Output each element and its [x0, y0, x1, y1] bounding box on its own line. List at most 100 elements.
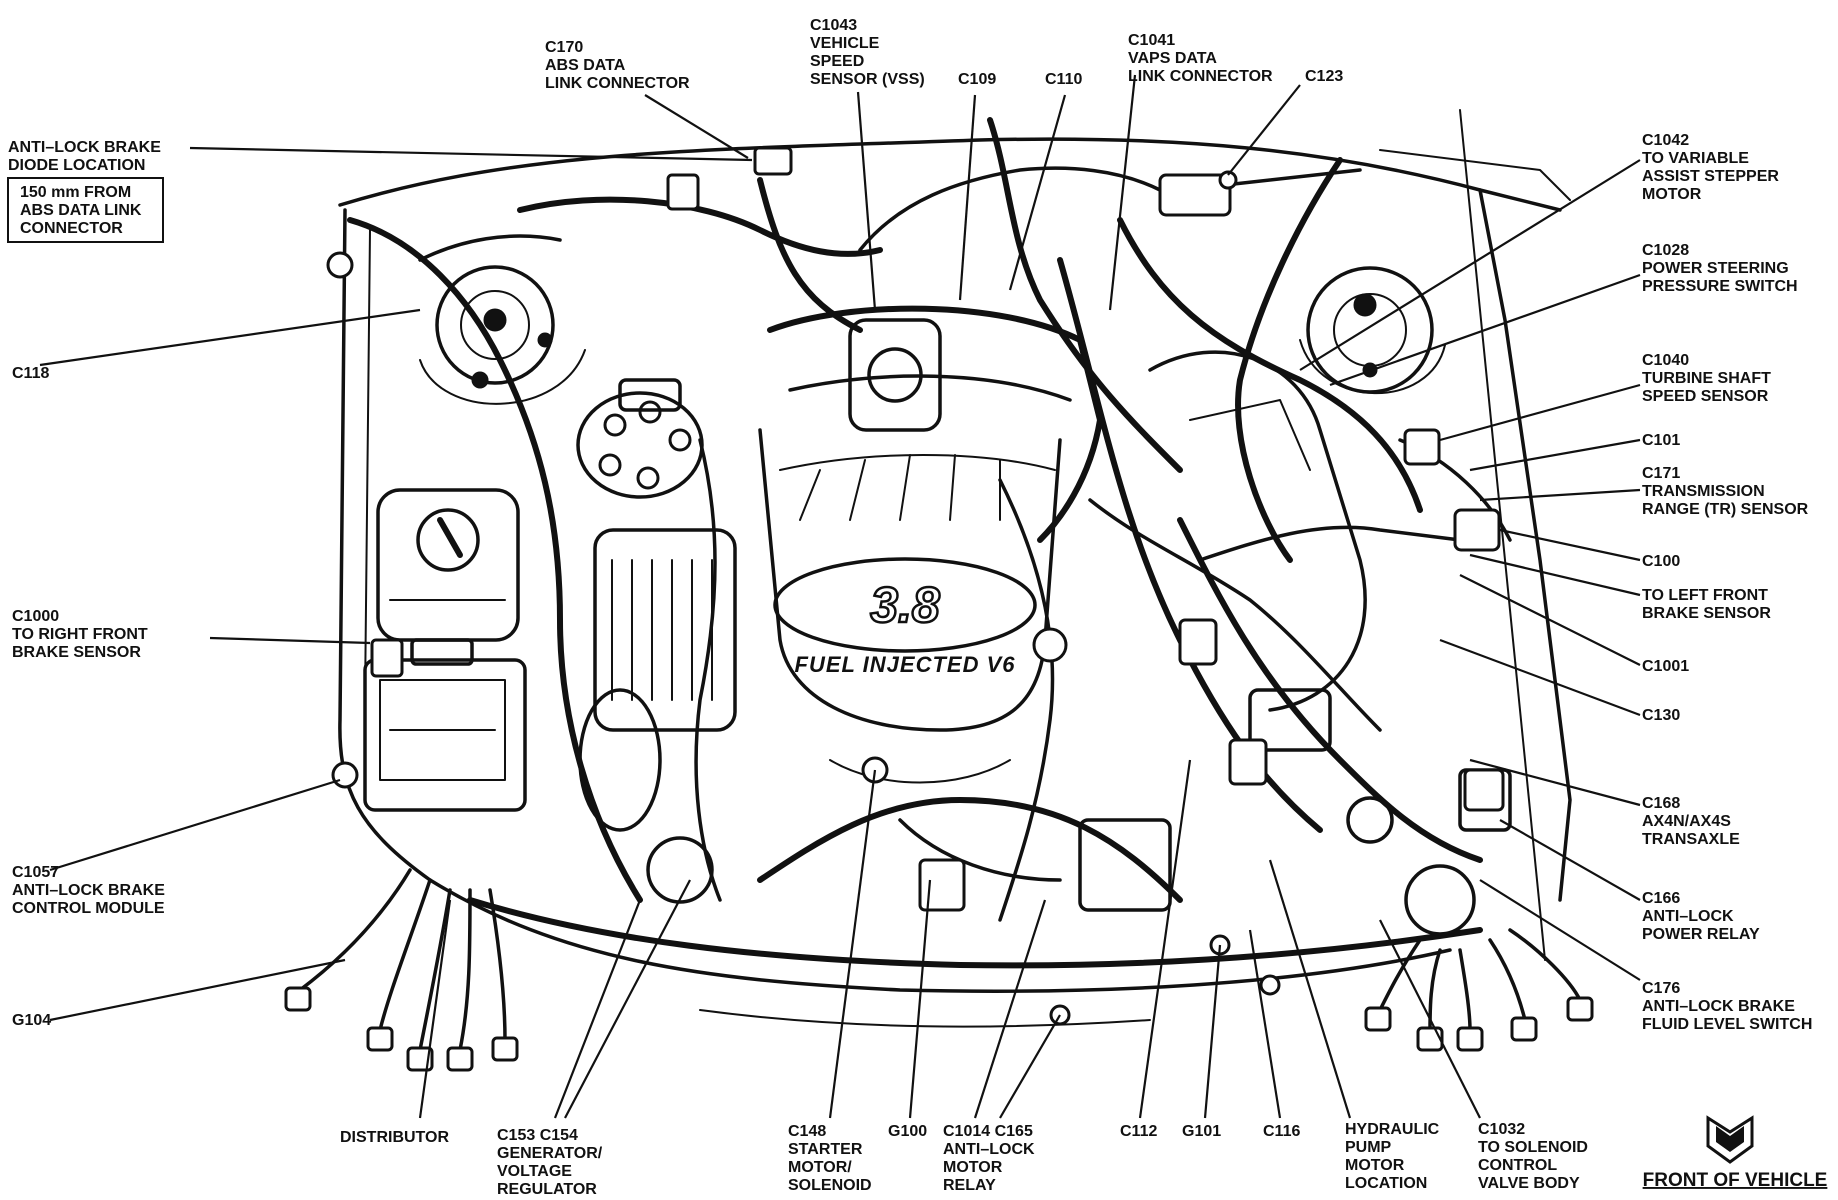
- label-c1000: C1000 TO RIGHT FRONT BRAKE SENSOR: [12, 608, 148, 661]
- generator: [578, 528, 737, 904]
- svg-text:LINK CONNECTOR: LINK CONNECTOR: [1128, 68, 1273, 85]
- svg-text:TO LEFT FRONT: TO LEFT FRONT: [1642, 587, 1768, 604]
- label-c118: C118: [12, 365, 49, 382]
- svg-text:RANGE (TR) SENSOR: RANGE (TR) SENSOR: [1642, 501, 1809, 518]
- label-c1057: C1057 ANTI–LOCK BRAKE CONTROL MODULE: [12, 864, 165, 917]
- svg-text:ANTI–LOCK BRAKE: ANTI–LOCK BRAKE: [8, 139, 161, 156]
- svg-text:POWER RELAY: POWER RELAY: [1642, 926, 1760, 943]
- svg-text:C1041: C1041: [1128, 32, 1175, 49]
- label-anti-lock-diode: ANTI–LOCK BRAKE DIODE LOCATION: [8, 139, 161, 174]
- svg-text:POWER STEERING: POWER STEERING: [1642, 260, 1789, 277]
- svg-text:RELAY: RELAY: [943, 1177, 996, 1194]
- svg-text:C168: C168: [1642, 795, 1680, 812]
- right-strut-tower: [419, 265, 586, 405]
- note-line-2: ABS DATA LINK: [20, 202, 142, 219]
- label-g100: G100: [888, 1123, 927, 1140]
- svg-text:BRAKE SENSOR: BRAKE SENSOR: [1642, 605, 1771, 622]
- svg-text:C1032: C1032: [1478, 1121, 1525, 1138]
- label-c153-c154: C153 C154 GENERATOR/ VOLTAGE REGULATOR: [497, 1127, 603, 1198]
- label-c1014-c165: C1014 C165 ANTI–LOCK MOTOR RELAY: [943, 1123, 1035, 1194]
- note-box: 150 mm FROM ABS DATA LINK CONNECTOR: [7, 177, 164, 243]
- label-left-front-brake: TO LEFT FRONT BRAKE SENSOR: [1642, 587, 1771, 622]
- label-c101: C101: [1642, 432, 1680, 449]
- svg-text:ASSIST STEPPER: ASSIST STEPPER: [1642, 168, 1779, 185]
- distributor-cap: [576, 378, 704, 499]
- engine-displacement: 3.8: [870, 577, 940, 633]
- connector-plugs: [326, 146, 1505, 1026]
- svg-text:BRAKE SENSOR: BRAKE SENSOR: [12, 644, 141, 661]
- callout-labels: ANTI–LOCK BRAKE DIODE LOCATION C170 ABS …: [8, 17, 1812, 1198]
- label-c1001: C1001: [1642, 658, 1689, 675]
- svg-text:PRESSURE SWITCH: PRESSURE SWITCH: [1642, 278, 1798, 295]
- svg-text:CONTROL: CONTROL: [1478, 1157, 1557, 1174]
- svg-text:DIODE LOCATION: DIODE LOCATION: [8, 157, 145, 174]
- label-c168: C168 AX4N/AX4S TRANSAXLE: [1642, 795, 1740, 848]
- svg-text:HYDRAULIC: HYDRAULIC: [1345, 1121, 1440, 1138]
- label-c1041: C1041 VAPS DATA LINK CONNECTOR: [1128, 32, 1273, 85]
- label-c1040: C1040 TURBINE SHAFT SPEED SENSOR: [1642, 352, 1771, 405]
- abs-control-module: [363, 638, 527, 812]
- front-of-vehicle: FRONT OF VEHICLE: [1643, 1115, 1828, 1191]
- svg-text:C170: C170: [545, 39, 583, 56]
- label-c148: C148 STARTER MOTOR/ SOLENOID: [788, 1123, 872, 1194]
- svg-text:PUMP: PUMP: [1345, 1139, 1392, 1156]
- label-c130: C130: [1642, 707, 1680, 724]
- front-of-vehicle-label: FRONT OF VEHICLE: [1643, 1170, 1828, 1191]
- engine-cover-text: FUEL INJECTED V6: [795, 652, 1016, 677]
- note-line-3: CONNECTOR: [20, 220, 123, 237]
- label-g104: G104: [12, 1012, 51, 1029]
- svg-text:C1043: C1043: [810, 17, 857, 34]
- svg-text:VOLTAGE: VOLTAGE: [497, 1163, 572, 1180]
- label-c116: C116: [1263, 1123, 1300, 1140]
- svg-text:C1028: C1028: [1642, 242, 1689, 259]
- svg-text:C148: C148: [788, 1123, 826, 1140]
- svg-text:MOTOR: MOTOR: [943, 1159, 1003, 1176]
- label-c123: C123: [1305, 68, 1343, 85]
- svg-text:VALVE BODY: VALVE BODY: [1478, 1175, 1580, 1192]
- svg-text:MOTOR: MOTOR: [1642, 186, 1702, 203]
- svg-text:TO RIGHT FRONT: TO RIGHT FRONT: [12, 626, 148, 643]
- leader-lines: [39, 74, 1641, 1119]
- svg-text:SENSOR (VSS): SENSOR (VSS): [810, 71, 925, 88]
- svg-text:C1057: C1057: [12, 864, 59, 881]
- svg-text:VEHICLE: VEHICLE: [810, 35, 880, 52]
- svg-text:TO VARIABLE: TO VARIABLE: [1642, 150, 1749, 167]
- label-c100: C100: [1642, 553, 1680, 570]
- svg-text:CONTROL MODULE: CONTROL MODULE: [12, 900, 165, 917]
- label-c1043: C1043 VEHICLE SPEED SENSOR (VSS): [810, 17, 925, 88]
- engine-cover-badge: 3.8 FUEL INJECTED V6: [795, 576, 1016, 677]
- label-hydraulic-pump: HYDRAULIC PUMP MOTOR LOCATION: [1345, 1121, 1440, 1192]
- label-c110: C110: [1045, 71, 1082, 88]
- svg-text:C1040: C1040: [1642, 352, 1689, 369]
- svg-text:FLUID LEVEL SWITCH: FLUID LEVEL SWITCH: [1642, 1016, 1812, 1033]
- svg-text:TURBINE SHAFT: TURBINE SHAFT: [1642, 370, 1771, 387]
- label-c171: C171 TRANSMISSION RANGE (TR) SENSOR: [1642, 465, 1809, 518]
- svg-text:REGULATOR: REGULATOR: [497, 1181, 597, 1198]
- label-c176: C176 ANTI–LOCK BRAKE FLUID LEVEL SWITCH: [1642, 980, 1812, 1033]
- svg-text:TRANSAXLE: TRANSAXLE: [1642, 831, 1740, 848]
- label-distributor: DISTRIBUTOR: [340, 1129, 449, 1146]
- svg-text:MOTOR/: MOTOR/: [788, 1159, 852, 1176]
- svg-text:SPEED: SPEED: [810, 53, 864, 70]
- svg-text:MOTOR: MOTOR: [1345, 1157, 1405, 1174]
- svg-text:C1000: C1000: [12, 608, 59, 625]
- label-c170: C170 ABS DATA LINK CONNECTOR: [545, 39, 690, 92]
- left-strut-tower: [1299, 266, 1446, 395]
- label-c1042: C1042 TO VARIABLE ASSIST STEPPER MOTOR: [1642, 132, 1779, 203]
- plug-wire-boots-left: [1364, 928, 1594, 1052]
- note-line-1: 150 mm FROM: [20, 184, 131, 201]
- svg-text:C1042: C1042: [1642, 132, 1689, 149]
- svg-text:AX4N/AX4S: AX4N/AX4S: [1642, 813, 1731, 830]
- svg-text:ABS DATA: ABS DATA: [545, 57, 626, 74]
- label-c166: C166 ANTI–LOCK POWER RELAY: [1642, 890, 1760, 943]
- coolant-reservoir: [376, 488, 520, 642]
- svg-text:VAPS DATA: VAPS DATA: [1128, 50, 1217, 67]
- transaxle: [1078, 350, 1512, 936]
- svg-text:ANTI–LOCK: ANTI–LOCK: [1642, 908, 1734, 925]
- svg-text:C176: C176: [1642, 980, 1680, 997]
- svg-text:TRANSMISSION: TRANSMISSION: [1642, 483, 1765, 500]
- svg-text:ANTI–LOCK BRAKE: ANTI–LOCK BRAKE: [12, 882, 165, 899]
- svg-text:LINK CONNECTOR: LINK CONNECTOR: [545, 75, 690, 92]
- svg-text:C166: C166: [1642, 890, 1680, 907]
